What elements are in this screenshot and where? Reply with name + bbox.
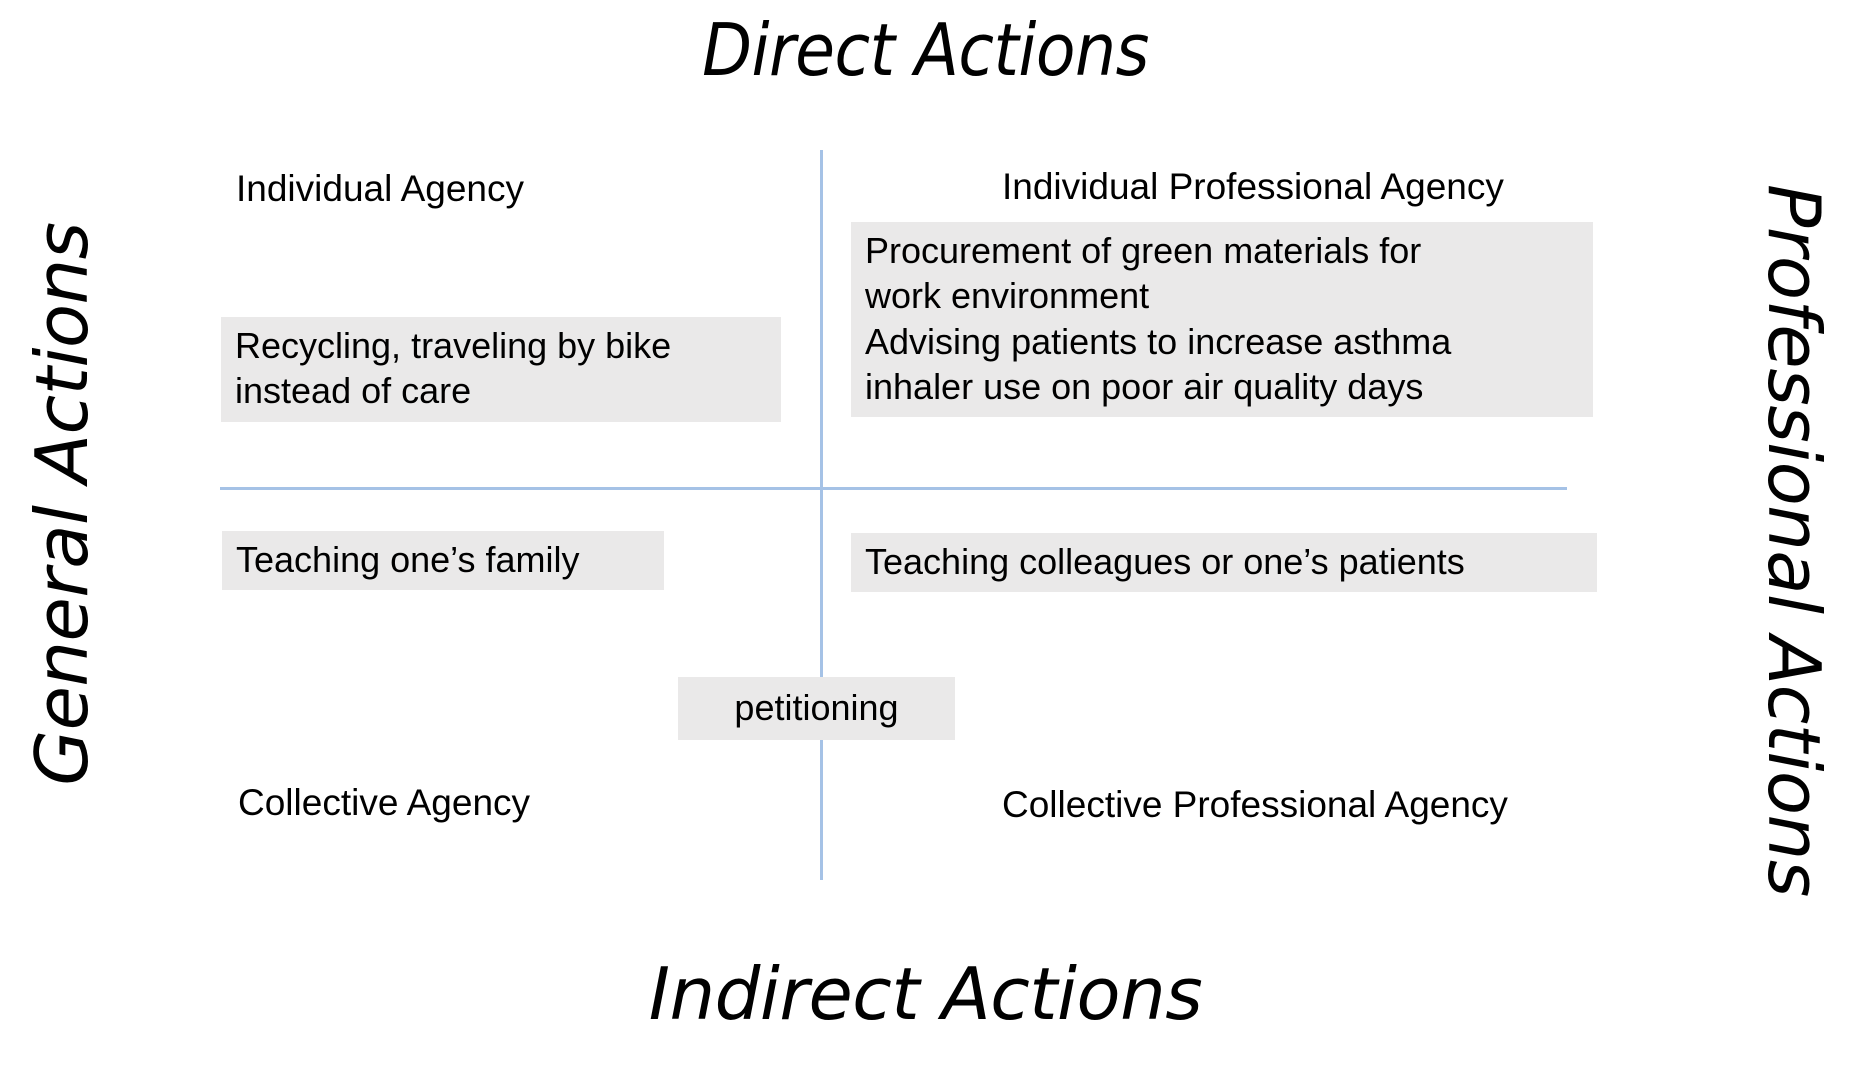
example-box-collective-agency: Teaching one’s family — [222, 531, 664, 591]
quadrant-label-individual-professional-agency: Individual Professional Agency — [1002, 166, 1504, 207]
horizontal-divider-line — [220, 487, 1567, 490]
quadrant-label-collective-professional-agency: Collective Professional Agency — [1002, 784, 1508, 825]
axis-title-bottom: Indirect Actions — [648, 952, 1203, 1036]
axis-title-right: Professional Actions — [1752, 184, 1836, 897]
quadrant-label-individual-agency: Individual Agency — [236, 168, 524, 209]
vertical-divider-line — [820, 150, 823, 880]
example-line: Advising patients to increase asthma — [865, 320, 1452, 362]
example-line: Teaching colleagues or one’s patients — [865, 541, 1465, 582]
quadrant-label-collective-agency: Collective Agency — [238, 782, 531, 823]
example-box-individual-agency: Recycling, traveling by bike instead of … — [221, 317, 781, 422]
example-line: Procurement of green materials for — [865, 230, 1422, 271]
example-box-individual-professional-agency: Procurement of green materials for work … — [851, 222, 1593, 418]
example-line: Teaching one’s family — [236, 539, 580, 580]
example-box-center-petitioning: petitioning — [678, 677, 955, 741]
example-line: petitioning — [734, 687, 899, 728]
example-line: Recycling, traveling by bike — [235, 325, 672, 366]
example-box-collective-professional-agency: Teaching colleagues or one’s patients — [851, 533, 1597, 593]
example-line: work environment — [865, 275, 1150, 317]
axis-title-left: General Actions — [20, 222, 104, 786]
example-line: inhaler use on poor air quality days — [865, 366, 1424, 408]
axis-title-top: Direct Actions — [702, 8, 1149, 92]
example-line: instead of care — [235, 370, 472, 412]
